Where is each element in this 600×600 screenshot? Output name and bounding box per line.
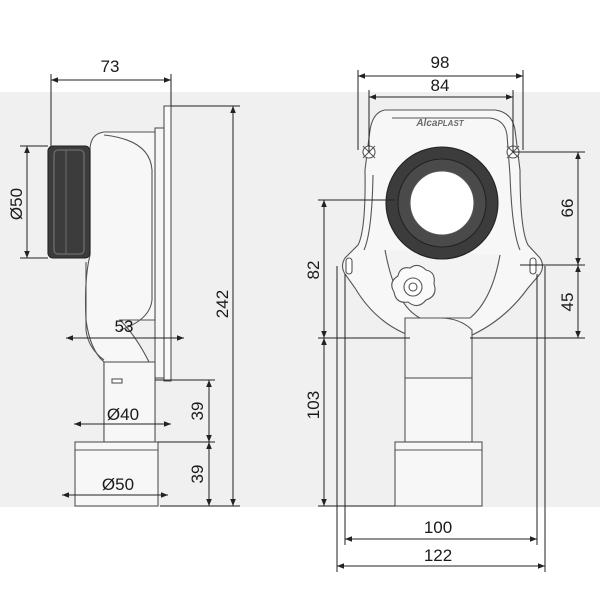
front-dimensions bbox=[318, 70, 585, 572]
dim-upper-height: 66 bbox=[558, 199, 577, 218]
side-body-contour bbox=[103, 134, 153, 331]
dim-overall-width: 122 bbox=[424, 546, 452, 565]
front-inlet-opening bbox=[409, 170, 475, 236]
front-lug-slot-right bbox=[529, 257, 537, 275]
dim-lower-height: 45 bbox=[558, 293, 577, 312]
dim-outer-width: 98 bbox=[431, 53, 450, 72]
front-dimension-labels: 98 84 66 45 82 103 100 122 bbox=[304, 53, 577, 565]
dim-inlet-to-outlet: 82 bbox=[304, 261, 323, 280]
side-dimension-labels: 73 Ø50 53 242 Ø40 Ø50 39 39 bbox=[7, 57, 232, 494]
side-rubber-seal bbox=[47, 145, 91, 259]
front-view: AlcaPLAST bbox=[341, 109, 544, 507]
dim-inlet-diameter: Ø50 bbox=[7, 188, 26, 220]
side-pipe-slot bbox=[111, 378, 123, 384]
front-outlet-elbow bbox=[404, 317, 473, 379]
dim-base-width: 100 bbox=[424, 518, 452, 537]
front-outlet-socket bbox=[394, 441, 483, 507]
dim-pipe-offset: 53 bbox=[115, 317, 134, 336]
dim-lower-segment: 39 bbox=[188, 465, 207, 484]
brand-logo: AlcaPLAST bbox=[415, 118, 464, 129]
dim-pipe-diameter-outer: Ø50 bbox=[102, 475, 134, 494]
side-flange bbox=[154, 127, 165, 379]
side-pipe-socket bbox=[74, 441, 159, 507]
dim-top-width: 73 bbox=[101, 57, 120, 76]
side-outlet-pipe bbox=[103, 361, 156, 443]
dim-outlet-length: 103 bbox=[304, 391, 323, 419]
front-lug-slot-left bbox=[345, 257, 353, 275]
side-rubber-seal-inner bbox=[53, 149, 85, 255]
dim-hole-spacing: 84 bbox=[431, 76, 450, 95]
dim-total-height: 242 bbox=[213, 290, 232, 318]
dim-upper-segment: 39 bbox=[188, 402, 207, 421]
side-dimensions bbox=[20, 74, 240, 507]
dim-pipe-diameter-inner: Ø40 bbox=[107, 405, 139, 424]
side-tube-contour bbox=[85, 262, 105, 361]
front-outlet-pipe bbox=[404, 377, 473, 443]
side-wall-plate bbox=[163, 105, 172, 382]
front-valve-knob bbox=[391, 264, 436, 307]
